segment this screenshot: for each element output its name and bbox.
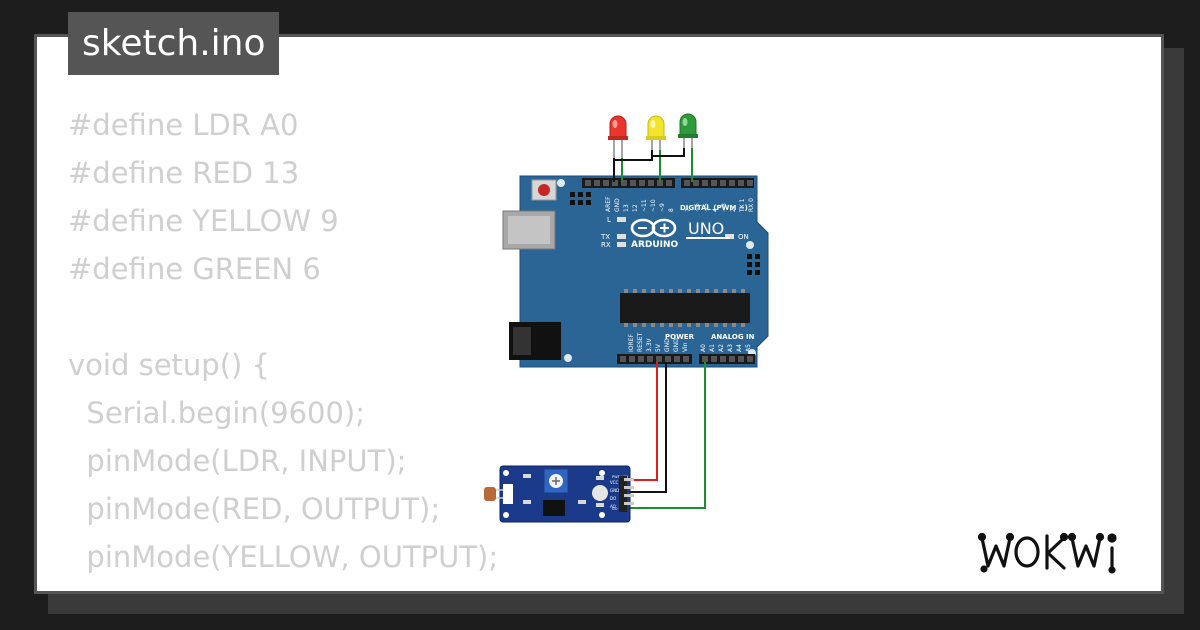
led-green[interactable]: [678, 113, 698, 148]
pin-label: ~5: [703, 203, 710, 212]
pin-label: 3.3V: [646, 337, 653, 352]
code-line: #define YELLOW 9: [68, 204, 339, 238]
sensor-pin-label: GND: [610, 488, 619, 493]
pin-label: ~3: [721, 203, 728, 212]
pin-label: 12: [632, 204, 639, 212]
pin-label: RESET: [637, 332, 644, 352]
pin-label: A3: [727, 344, 734, 352]
code-line: #define RED 13: [68, 156, 300, 190]
microcontroller-chip: [620, 293, 750, 323]
pin-label: A5: [745, 344, 752, 352]
code-line: pinMode(GREEN, OUTPUT);: [68, 581, 498, 591]
pin-label: ~11: [641, 199, 648, 212]
analog-label: ANALOG IN: [711, 333, 755, 341]
pin-label: A2: [718, 344, 725, 352]
pin-label: 13: [623, 204, 630, 212]
power-label: POWER: [665, 333, 695, 341]
code-line: Serial.begin(9600);: [68, 396, 366, 430]
led-on-label: ON: [738, 233, 749, 241]
led-l-label: L: [607, 216, 611, 224]
pin-label: A1: [709, 344, 716, 352]
reset-button[interactable]: [538, 184, 550, 196]
pin-label: RX 0: [748, 198, 755, 212]
wires: [613, 148, 706, 509]
pin-label: ~6: [694, 203, 701, 212]
sensor-pin-label: AO: [610, 504, 616, 509]
pin-label: 2: [730, 208, 737, 212]
code-line: pinMode(LDR, INPUT);: [68, 444, 407, 478]
led-yellow[interactable]: [646, 115, 666, 150]
file-tab[interactable]: sketch.ino: [68, 12, 280, 75]
pin-label: A0: [700, 344, 707, 352]
pin-label: IOREF: [628, 334, 635, 352]
power-header: [617, 354, 692, 364]
analog-header: [699, 354, 755, 364]
code-line: pinMode(RED, OUTPUT);: [68, 492, 441, 526]
pin-label: Vin: [682, 342, 689, 352]
pin-label: 4: [712, 208, 719, 212]
digital-header-left: [582, 178, 675, 188]
arduino-logo-icon: [630, 218, 677, 238]
pin-label: GND: [664, 338, 671, 352]
led-tx-label: TX: [600, 233, 610, 241]
led-red[interactable]: [608, 115, 628, 158]
led-rx-label: RX: [601, 241, 611, 249]
sensor-led-label: DO LED: [612, 507, 626, 511]
code-preview: #define LDR A0 #define RED 13 #define YELL…: [68, 101, 499, 591]
wokwi-logo: [977, 532, 1117, 574]
pin-label: TX 1: [739, 198, 746, 213]
code-line: pinMode(YELLOW, OUTPUT);: [68, 540, 499, 574]
pin-label: A4: [736, 344, 743, 352]
code-line: #define GREEN 6: [68, 252, 321, 286]
digital-header-label: DIGITAL (PWM ~): [680, 204, 748, 212]
board-model: UNO: [688, 219, 724, 238]
sensor-pin-label: VCC: [610, 480, 619, 485]
code-line: void setup() {: [68, 348, 270, 382]
board-brand: ARDUINO: [631, 240, 679, 250]
photoresistor-icon: [484, 487, 496, 501]
pin-label: 8: [668, 208, 675, 212]
pin-label: 7: [685, 208, 692, 212]
code-line: #define LDR A0: [68, 108, 299, 142]
pin-label: ~10: [650, 199, 657, 212]
arduino-uno-board[interactable]: AREF GND 13 12 ~11 ~10 ~9 8 7 ~6 ~5 4 ~3…: [502, 175, 769, 368]
pin-label: AREF: [605, 196, 612, 212]
ldr-sensor-module[interactable]: PWR LED DO LED VCC GND DO AO: [484, 465, 634, 523]
pin-label: GND: [673, 338, 680, 352]
digital-header-right: [681, 178, 754, 188]
sensor-pin-label: DO: [610, 496, 616, 501]
pin-label: GND: [614, 198, 621, 212]
pin-label: ~9: [659, 203, 666, 212]
pin-label: 5V: [655, 343, 662, 352]
